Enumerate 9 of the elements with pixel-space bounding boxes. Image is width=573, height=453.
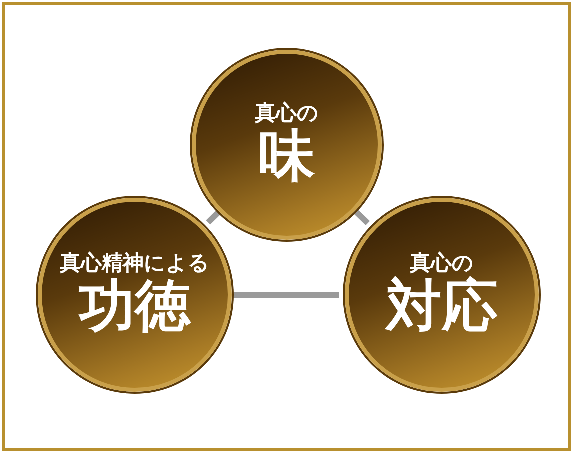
circle-title: 功徳 — [79, 274, 191, 339]
circle-title: 味 — [259, 124, 315, 189]
circle-title: 対応 — [386, 274, 498, 339]
circle-subtitle: 真心精神による — [60, 251, 210, 274]
connector-line — [206, 210, 221, 225]
circle-subtitle: 真心の — [410, 251, 474, 274]
connector-line — [233, 292, 339, 298]
connector-line — [354, 210, 370, 226]
circle-subtitle: 真心の — [255, 101, 319, 124]
